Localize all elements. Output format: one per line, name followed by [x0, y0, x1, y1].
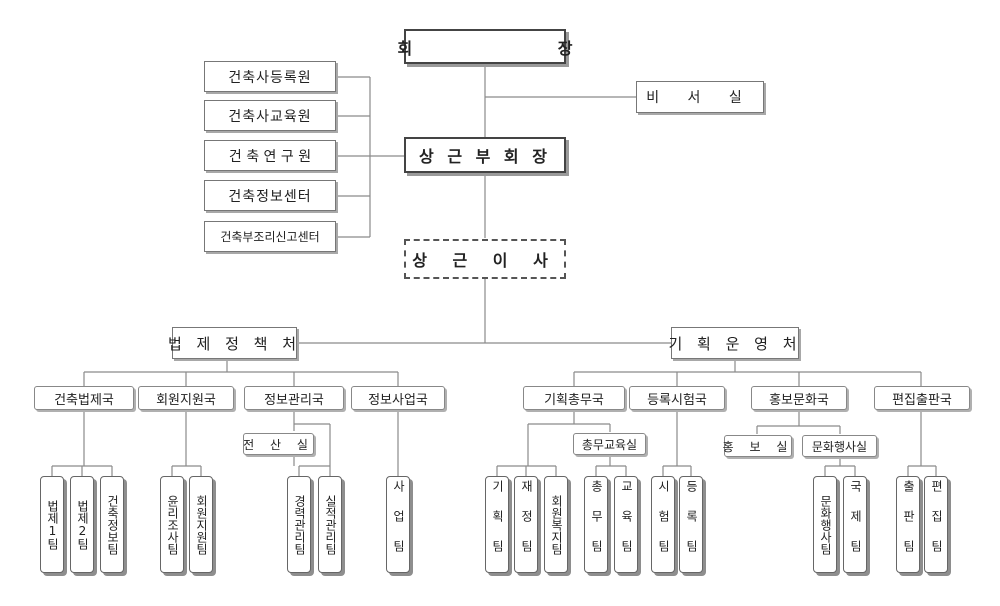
team-label: 회원복지팀 [549, 494, 564, 555]
team-registration: 등록팀 [679, 476, 703, 573]
team-member-support: 회원지원팀 [189, 476, 213, 573]
team-law-1: 법제1팀 [40, 476, 64, 573]
team-finance: 재정팀 [514, 476, 538, 573]
team-planning: 기획팀 [485, 476, 509, 573]
institute-label: 건축부조리신고센터 [220, 230, 320, 244]
team-education: 교육팀 [614, 476, 638, 573]
team-exam: 시험팀 [651, 476, 675, 573]
institute-label: 건축사등록원 [228, 69, 312, 86]
office-pr: 홍 보 실 [722, 435, 794, 457]
institute-corruption-report-center: 건축부조리신고센터 [204, 221, 336, 252]
office-computing: 전 산 실 [243, 433, 314, 455]
team-label: 윤리조사팀 [165, 494, 180, 555]
managing-director-box: 상 근 이 사 [404, 239, 566, 279]
team-label: 시험팀 [656, 479, 671, 570]
team-label: 문화행사팀 [818, 494, 833, 555]
team-label: 기획팀 [490, 479, 505, 570]
institute-education: 건축사교육원 [204, 100, 336, 131]
secretary-label: 비 서 실 [646, 90, 754, 106]
team-label: 실적관리팀 [323, 494, 338, 555]
managing-director-label: 상 근 이 사 [412, 251, 558, 270]
dept-info-management: 정보관리국 [244, 386, 344, 410]
team-label: 건축정보팀 [105, 494, 120, 555]
dept-label: 홍보문화국 [769, 392, 829, 408]
vice-chairman-box: 상 근 부 회 장 [404, 137, 566, 173]
institute-information-center: 건축정보센터 [204, 180, 336, 211]
team-label: 경력관리팀 [292, 494, 307, 555]
dept-building-law: 건축법제국 [34, 386, 134, 410]
dept-planning-general: 기획총무국 [523, 386, 625, 410]
team-ethics-investigation: 윤리조사팀 [160, 476, 184, 573]
office-label: 문화행사실 [811, 439, 868, 454]
team-label: 사업팀 [391, 479, 406, 570]
dept-label: 정보관리국 [264, 392, 324, 408]
dept-label: 편집출판국 [892, 392, 952, 408]
division-label: 법 제 정 책 처 [167, 334, 302, 353]
chairman-box: 회 장 [398, 29, 573, 64]
team-law-2: 법제2팀 [70, 476, 94, 573]
institute-label: 건축사교육원 [228, 108, 312, 125]
team-label: 국제팀 [848, 479, 863, 570]
dept-info-business: 정보사업국 [351, 386, 445, 410]
team-label: 편집팀 [929, 479, 944, 570]
office-culture-events: 문화행사실 [802, 435, 877, 457]
office-label: 총무교육실 [581, 437, 638, 452]
team-label: 총무팀 [589, 479, 604, 570]
team-editing: 편집팀 [924, 476, 948, 573]
institute-label: 건축정보센터 [228, 188, 312, 205]
division-label: 기 획 운 영 처 [668, 334, 802, 353]
team-label: 출판팀 [901, 479, 916, 570]
dept-registration-exam: 등록시험국 [629, 386, 725, 410]
team-label: 교육팀 [619, 479, 634, 570]
team-building-info: 건축정보팀 [100, 476, 124, 573]
team-performance-management: 실적관리팀 [318, 476, 342, 573]
vice-chairman-label: 상 근 부 회 장 [419, 147, 551, 166]
dept-pr-culture: 홍보문화국 [751, 386, 847, 410]
dept-label: 회원지원국 [156, 392, 216, 408]
team-label: 등록팀 [684, 479, 699, 570]
institute-registration: 건축사등록원 [204, 61, 336, 92]
team-culture-events: 문화행사팀 [813, 476, 837, 573]
dept-label: 등록시험국 [647, 392, 707, 408]
dept-member-support: 회원지원국 [138, 386, 234, 410]
dept-label: 건축법제국 [54, 392, 114, 408]
team-label: 법제1팀 [45, 499, 60, 550]
team-career-management: 경력관리팀 [287, 476, 311, 573]
dept-label: 정보사업국 [368, 392, 428, 408]
office-label: 전 산 실 [243, 437, 314, 452]
team-publishing: 출판팀 [896, 476, 920, 573]
office-general-education: 총무교육실 [573, 433, 646, 455]
dept-editing-publishing: 편집출판국 [874, 386, 970, 410]
chairman-label: 회 장 [397, 38, 643, 58]
team-international: 국제팀 [843, 476, 867, 573]
office-label: 홍 보 실 [722, 439, 794, 454]
team-label: 재정팀 [519, 479, 534, 570]
team-label: 법제2팀 [75, 499, 90, 550]
secretary-box: 비 서 실 [636, 81, 764, 113]
division-legal-policy: 법 제 정 책 처 [168, 327, 297, 359]
institute-research: 건 축 연 구 원 [204, 140, 336, 171]
team-member-welfare: 회원복지팀 [544, 476, 568, 573]
team-label: 회원지원팀 [194, 494, 209, 555]
division-planning-operations: 기 획 운 영 처 [668, 327, 802, 359]
team-business: 사업팀 [386, 476, 410, 573]
team-general-affairs: 총무팀 [584, 476, 608, 573]
dept-label: 기획총무국 [544, 392, 604, 408]
institute-label: 건 축 연 구 원 [228, 148, 312, 165]
